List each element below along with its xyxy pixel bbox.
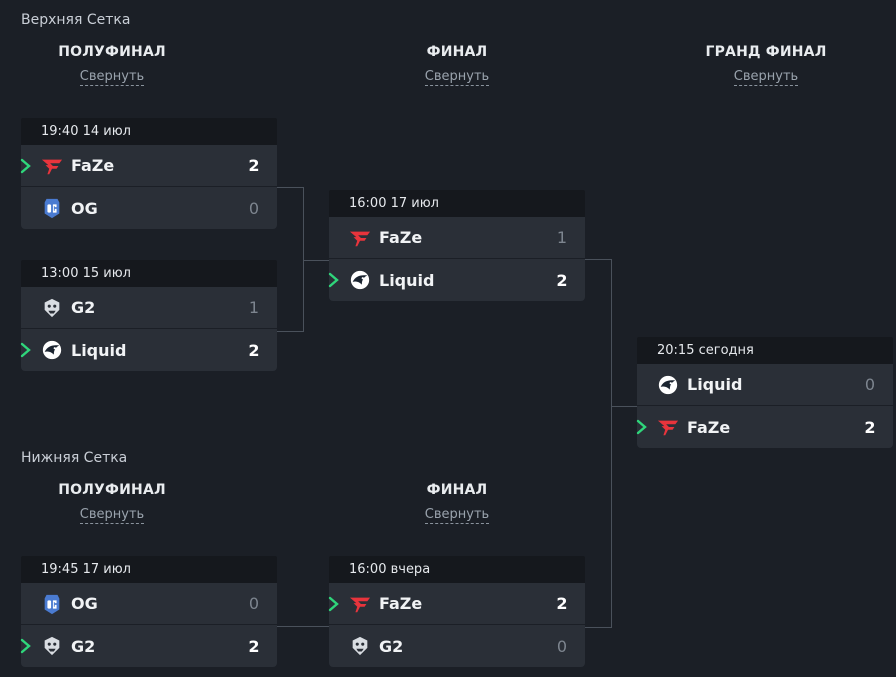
g2-logo-icon xyxy=(41,635,63,657)
lower-bracket-label: Нижняя Сетка xyxy=(21,450,128,466)
upper-bracket-label: Верхняя Сетка xyxy=(21,12,131,28)
team-row[interactable]: G2 1 xyxy=(21,287,277,329)
bracket-connector xyxy=(277,626,329,627)
match-card[interactable]: 16:00 17 июл FaZe 1 Liquid 2 xyxy=(329,190,585,301)
bracket-connector xyxy=(585,259,612,628)
grand-final-header: ГРАНД ФИНАЛ Свернуть xyxy=(676,44,856,86)
match-card[interactable]: 20:15 сегодня Liquid 0 FaZe 2 xyxy=(637,337,893,448)
team-score: 2 xyxy=(248,156,260,175)
liquid-logo-icon xyxy=(41,339,63,361)
team-score: 2 xyxy=(556,594,568,613)
collapse-link[interactable]: Свернуть xyxy=(424,69,490,86)
column-title: ФИНАЛ xyxy=(426,44,488,60)
liquid-logo-icon xyxy=(657,374,679,396)
match-time: 20:15 сегодня xyxy=(637,337,893,364)
match-time: 19:40 14 июл xyxy=(21,118,277,145)
team-score: 0 xyxy=(248,594,260,613)
team-row[interactable]: FaZe 2 xyxy=(329,583,585,625)
team-name: FaZe xyxy=(379,594,423,613)
match-time: 19:45 17 июл xyxy=(21,556,277,583)
match-time: 16:00 17 июл xyxy=(329,190,585,217)
team-name: G2 xyxy=(71,298,96,317)
g2-logo-icon xyxy=(41,297,63,319)
match-time: 13:00 15 июл xyxy=(21,260,277,287)
og-logo-icon xyxy=(41,593,63,615)
team-row[interactable]: FaZe 2 xyxy=(637,406,893,448)
liquid-logo-icon xyxy=(349,269,371,291)
collapse-link[interactable]: Свернуть xyxy=(733,69,799,86)
team-row[interactable]: FaZe 2 xyxy=(21,145,277,187)
team-score: 0 xyxy=(556,636,568,656)
team-row[interactable]: OG 0 xyxy=(21,187,277,229)
team-score: 0 xyxy=(248,198,260,218)
faze-logo-icon xyxy=(349,227,371,249)
bracket-connector xyxy=(277,187,304,332)
bracket-connector xyxy=(303,260,329,261)
match-card[interactable]: 13:00 15 июл G2 1 Liquid 2 xyxy=(21,260,277,371)
upper-final-header: ФИНАЛ Свернуть xyxy=(367,44,547,86)
team-row[interactable]: Liquid 2 xyxy=(329,259,585,301)
team-name: Liquid xyxy=(71,340,127,360)
team-name: G2 xyxy=(71,636,96,656)
team-name: G2 xyxy=(379,636,404,656)
bracket-connector xyxy=(611,406,637,407)
collapse-link[interactable]: Свернуть xyxy=(424,507,490,524)
team-row[interactable]: Liquid 0 xyxy=(637,364,893,406)
team-score: 2 xyxy=(248,340,260,360)
team-name: OG xyxy=(71,594,98,613)
team-row[interactable]: FaZe 1 xyxy=(329,217,585,259)
column-title: ГРАНД ФИНАЛ xyxy=(705,44,827,60)
team-score: 2 xyxy=(556,270,568,290)
faze-logo-icon xyxy=(349,593,371,615)
team-name: Liquid xyxy=(379,270,435,290)
faze-logo-icon xyxy=(657,416,679,438)
winner-arrow-icon xyxy=(19,637,33,655)
match-time: 16:00 вчера xyxy=(329,556,585,583)
faze-logo-icon xyxy=(41,155,63,177)
column-title: ПОЛУФИНАЛ xyxy=(58,44,166,60)
team-score: 1 xyxy=(248,298,260,317)
collapse-link[interactable]: Свернуть xyxy=(79,69,145,86)
winner-arrow-icon xyxy=(19,157,33,175)
team-name: OG xyxy=(71,198,98,218)
og-logo-icon xyxy=(41,197,63,219)
winner-arrow-icon xyxy=(19,341,33,359)
team-score: 0 xyxy=(864,375,876,394)
team-row[interactable]: OG 0 xyxy=(21,583,277,625)
match-card[interactable]: 19:45 17 июл OG 0 G2 2 xyxy=(21,556,277,667)
team-name: FaZe xyxy=(687,417,731,437)
team-score: 1 xyxy=(556,228,568,247)
upper-semifinal-header: ПОЛУФИНАЛ Свернуть xyxy=(22,44,202,86)
team-row[interactable]: Liquid 2 xyxy=(21,329,277,371)
match-card[interactable]: 16:00 вчера FaZe 2 G2 0 xyxy=(329,556,585,667)
team-score: 2 xyxy=(248,636,260,656)
team-name: Liquid xyxy=(687,375,743,394)
collapse-link[interactable]: Свернуть xyxy=(79,507,145,524)
team-score: 2 xyxy=(864,417,876,437)
winner-arrow-icon xyxy=(327,595,341,613)
g2-logo-icon xyxy=(349,635,371,657)
team-name: FaZe xyxy=(379,228,423,247)
winner-arrow-icon xyxy=(635,418,649,436)
match-card[interactable]: 19:40 14 июл FaZe 2 OG 0 xyxy=(21,118,277,229)
column-title: ФИНАЛ xyxy=(426,482,488,498)
team-row[interactable]: G2 0 xyxy=(329,625,585,667)
winner-arrow-icon xyxy=(327,271,341,289)
lower-semifinal-header: ПОЛУФИНАЛ Свернуть xyxy=(22,482,202,524)
team-name: FaZe xyxy=(71,156,115,175)
lower-final-header: ФИНАЛ Свернуть xyxy=(367,482,547,524)
team-row[interactable]: G2 2 xyxy=(21,625,277,667)
column-title: ПОЛУФИНАЛ xyxy=(58,482,166,498)
